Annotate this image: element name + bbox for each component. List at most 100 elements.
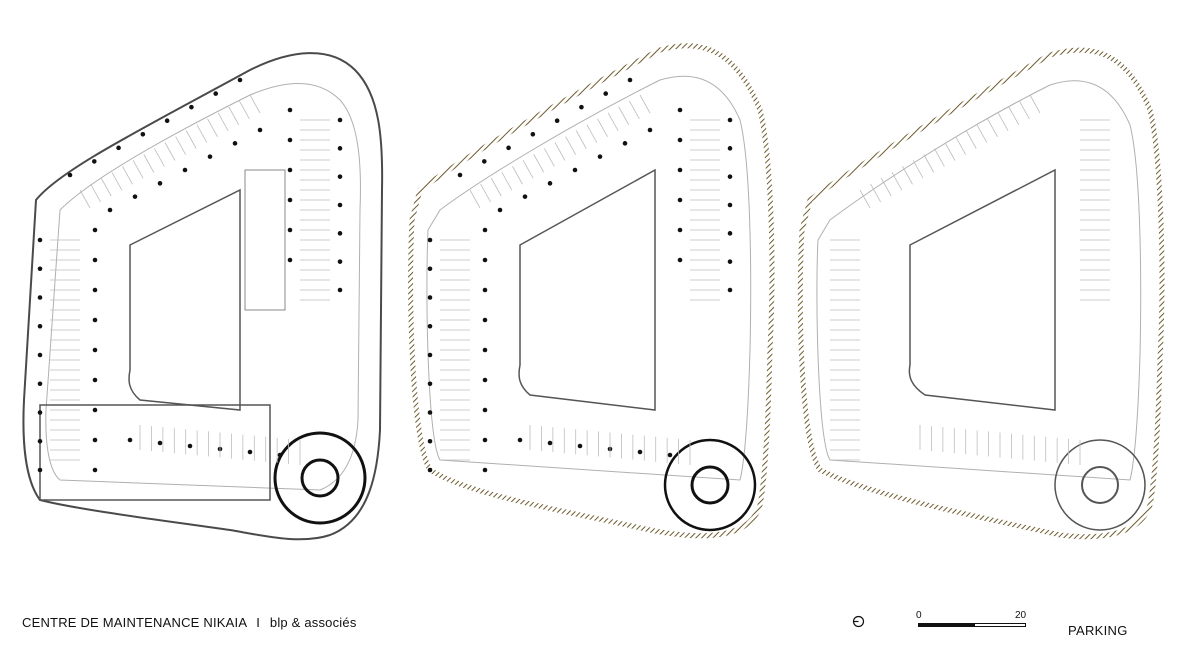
column [482, 287, 488, 293]
stall-line [629, 100, 640, 120]
column [92, 467, 98, 473]
stall-line [111, 171, 123, 191]
column [189, 104, 194, 110]
column [247, 449, 253, 455]
stall-line [196, 124, 208, 143]
column [482, 407, 488, 413]
stall-line [997, 112, 1009, 132]
column [667, 452, 673, 458]
column [482, 377, 488, 383]
column [213, 91, 219, 96]
stall-line [544, 148, 555, 167]
column [37, 467, 43, 473]
column [287, 197, 293, 203]
plan-3-inner-ring [816, 80, 1142, 481]
plan-2-spiral-ramp-inner [690, 465, 730, 505]
column [92, 377, 98, 383]
stall-line [239, 100, 250, 120]
stall-line [90, 183, 101, 203]
stall-line [512, 166, 523, 185]
project-caption: CENTRE DE MAINTENANCE NIKAIA I blp & ass… [22, 615, 357, 630]
plan-2-spiral-ramp-outer [663, 438, 757, 532]
column [572, 167, 578, 173]
column [482, 227, 488, 233]
column [207, 154, 213, 159]
stall-line [586, 124, 598, 143]
plan-3-spiral-ramp-outer [1054, 439, 1146, 531]
column [427, 237, 433, 243]
column [577, 443, 583, 449]
column [597, 154, 603, 159]
plan-level-2 [408, 43, 775, 539]
level-label: PARKING [1068, 623, 1128, 638]
architect-name: blp & associés [269, 615, 357, 630]
plan-3-spiral-ramp-inner [1081, 466, 1119, 504]
column [427, 381, 433, 387]
column [727, 174, 733, 179]
column [727, 287, 733, 293]
column [677, 107, 683, 113]
column [506, 145, 511, 151]
stall-line [912, 160, 924, 179]
column [157, 440, 163, 446]
stall-line [923, 154, 935, 173]
column [603, 91, 609, 96]
column [337, 174, 343, 179]
column [337, 259, 343, 264]
column [287, 227, 293, 233]
column [337, 202, 343, 208]
stall-line [1008, 106, 1020, 126]
stall-line [100, 177, 112, 197]
column [427, 467, 433, 473]
column [287, 107, 293, 113]
stall-line [132, 160, 144, 179]
column [727, 202, 733, 208]
column [677, 197, 683, 203]
column [677, 257, 683, 263]
column [37, 323, 43, 329]
column [579, 104, 584, 110]
column [277, 452, 283, 458]
column [627, 77, 633, 83]
caption-separator: I [256, 615, 261, 630]
column [287, 257, 293, 263]
column [92, 347, 98, 353]
stall-line [79, 189, 91, 209]
plan-1-spiral-ramp-inner [300, 458, 340, 498]
stall-line [480, 183, 491, 203]
column [547, 181, 553, 186]
stall-line [934, 148, 945, 167]
stall-line [1029, 94, 1041, 114]
column [482, 437, 488, 443]
column [37, 266, 43, 272]
stall-line [154, 148, 165, 167]
stall-line [185, 130, 197, 149]
column [257, 127, 263, 133]
stall-line [554, 142, 566, 161]
plan-2-inner-ring [426, 75, 752, 481]
scale-start-label: 0 [916, 610, 922, 621]
column [482, 317, 488, 323]
column [92, 407, 98, 413]
column [677, 167, 683, 173]
stall-line [891, 171, 903, 191]
column [37, 237, 43, 243]
stall-line [902, 166, 913, 185]
plan-2-facade [408, 43, 775, 539]
stall-line [955, 136, 966, 155]
column [622, 141, 628, 146]
structural-columns [37, 77, 733, 473]
column [37, 410, 43, 415]
column [37, 295, 43, 300]
stall-line [207, 118, 218, 137]
column [427, 266, 433, 272]
column [522, 194, 528, 199]
scale-bar-hollow [974, 623, 1026, 627]
column [554, 118, 560, 124]
stall-line [618, 106, 630, 126]
column [107, 207, 113, 213]
plan-level-3 [797, 47, 1165, 540]
stall-line [469, 189, 481, 209]
column [37, 381, 43, 387]
column [337, 231, 343, 236]
